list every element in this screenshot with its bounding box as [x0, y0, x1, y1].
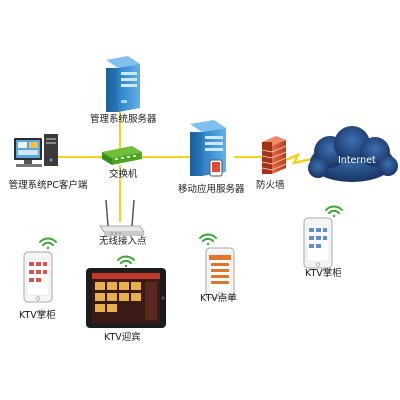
ktv-order-label: KTV点单 — [200, 293, 237, 304]
wifi-icons — [39, 205, 343, 268]
wireless-ap-icon — [99, 199, 145, 236]
mgmt-server-label: 管理系统服务器 — [90, 114, 157, 125]
wifi-icon-order-phone — [199, 233, 217, 246]
link-firewall-internet — [285, 152, 317, 165]
wireless-ap-label: 无线接入点 — [99, 236, 147, 247]
ktv-cabinet-right-label: KTV掌柜 — [305, 268, 342, 279]
ktv-cabinet-left-label: KTV掌柜 — [19, 310, 56, 321]
pc-client-icon — [14, 134, 58, 167]
ktv-welcome-label: KTV迎宾 — [104, 332, 141, 343]
connection-lines — [58, 110, 317, 222]
firewall-icon — [261, 136, 287, 174]
mobile-server-icon — [190, 120, 226, 177]
phone-ktv-order-icon — [205, 247, 235, 299]
phone-ktv-cabinet-left-icon — [23, 251, 53, 303]
switch-label: 交换机 — [109, 169, 138, 180]
mobile-server-label: 移动应用服务器 — [178, 184, 245, 195]
phone-ktv-cabinet-right-icon — [303, 217, 333, 269]
wifi-icon-ipad — [117, 255, 135, 268]
internet-cloud-icon — [308, 126, 398, 182]
mgmt-server-icon — [106, 56, 140, 112]
internet-label: Internet — [338, 155, 376, 166]
wifi-icon-left-phone — [39, 237, 57, 250]
pc-client-label: 管理系统PC客户端 — [8, 180, 88, 191]
switch-icon — [102, 146, 142, 165]
firewall-label: 防火墙 — [256, 180, 285, 191]
ipad-ktv-welcome-icon — [86, 268, 166, 328]
wifi-icon-right-phone — [325, 205, 343, 218]
